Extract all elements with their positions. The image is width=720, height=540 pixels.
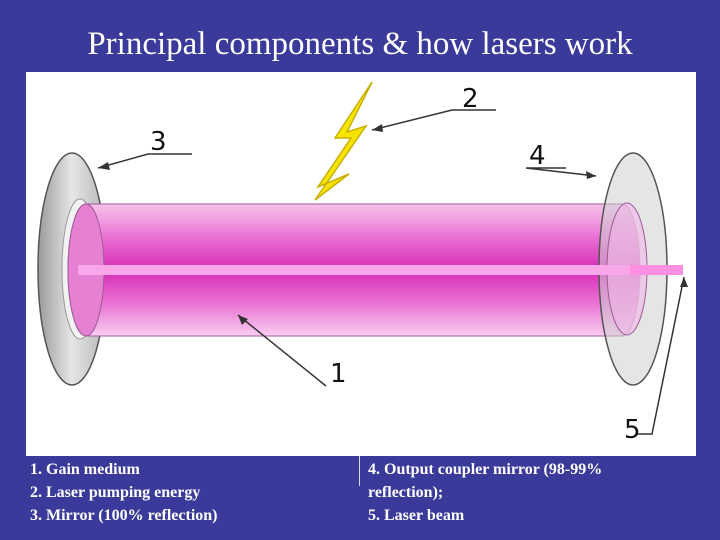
caption-divider	[359, 456, 360, 486]
caption-laser-beam: 5. Laser beam	[368, 507, 465, 524]
lightning-bolt-icon	[314, 81, 373, 201]
label-2: 2	[462, 84, 479, 114]
label-1: 1	[330, 359, 347, 389]
label-3: 3	[150, 127, 167, 157]
label-4: 4	[529, 141, 546, 171]
laser-diagram: 3 2 4 1 5	[26, 72, 696, 456]
caption-left: 1. Gain medium 2. Laser pumping energy 3…	[30, 458, 350, 527]
leader-arrowheads	[98, 124, 688, 325]
caption-mirror: 3. Mirror (100% reflection)	[30, 507, 218, 524]
caption-output-coupler-cont: reflection);	[368, 484, 444, 501]
page-title: Principal components & how lasers work	[87, 26, 633, 62]
leader-lines	[97, 109, 685, 435]
caption-right: 4. Output coupler mirror (98-99% reflect…	[368, 458, 688, 527]
laser-beam	[78, 265, 683, 275]
label-5: 5	[624, 415, 641, 445]
caption-pump-energy: 2. Laser pumping energy	[30, 484, 201, 501]
caption-gain-medium: 1. Gain medium	[30, 461, 140, 478]
caption-output-coupler: 4. Output coupler mirror (98-99%	[368, 461, 603, 478]
